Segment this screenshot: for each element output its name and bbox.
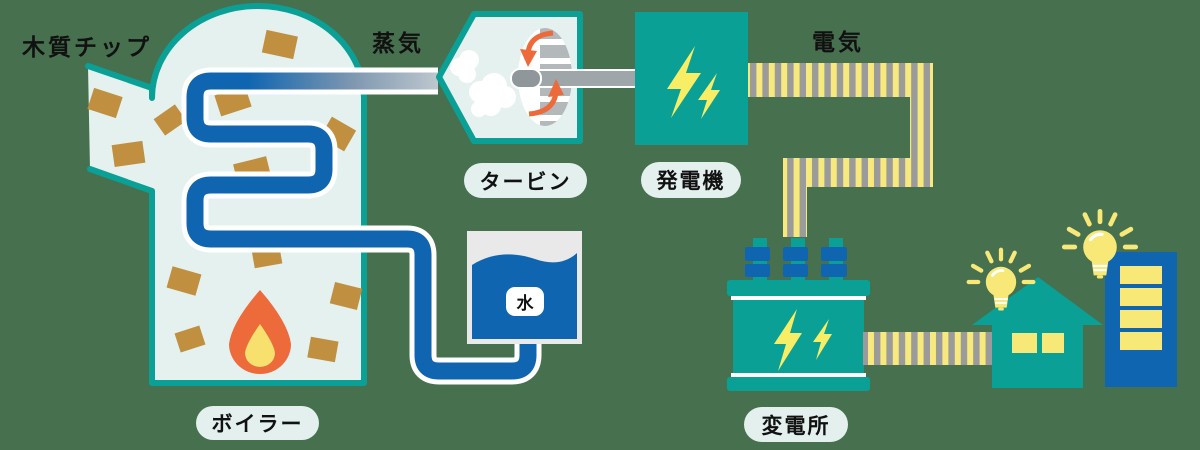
house-window bbox=[1012, 333, 1037, 353]
steam-label: 蒸気 bbox=[372, 30, 424, 56]
transformer-gap-top bbox=[731, 296, 866, 300]
turbine-shaft-stub bbox=[510, 68, 542, 89]
lightning-bolt-icon bbox=[667, 46, 701, 118]
light-bulb-icon bbox=[966, 247, 1036, 311]
lightning-bolt-icon bbox=[774, 309, 802, 371]
transformer-bushings bbox=[745, 238, 847, 283]
turbine-shaft bbox=[537, 69, 641, 88]
substation-label-pill: 変電所 bbox=[744, 407, 848, 442]
wood-chip-icon bbox=[261, 29, 298, 60]
building-window bbox=[1120, 332, 1162, 350]
transformer-gap-bottom bbox=[731, 373, 866, 377]
wood-chip-icon bbox=[153, 104, 187, 136]
lightning-bolt-icon bbox=[813, 319, 832, 360]
building-window bbox=[1120, 288, 1162, 306]
transformer-bottom-flange bbox=[727, 377, 870, 391]
wood-chip-icon bbox=[111, 140, 146, 167]
lightning-bolt-icon bbox=[698, 73, 720, 119]
building-window bbox=[1120, 266, 1162, 284]
boiler-label-pill: ボイラー bbox=[196, 406, 319, 440]
steam-cloud-icon bbox=[450, 50, 516, 117]
house-icon bbox=[972, 277, 1103, 388]
electricity-label: 電気 bbox=[812, 29, 864, 55]
house-body bbox=[992, 325, 1083, 388]
wood-chips-label: 木質チップ bbox=[22, 34, 152, 60]
water-label-pill: 水 bbox=[506, 287, 544, 316]
rotation-arrow-icon bbox=[520, 30, 554, 67]
wood-chip-icon bbox=[166, 266, 202, 296]
substation-group bbox=[727, 238, 870, 391]
wood-chip-icon bbox=[307, 336, 339, 363]
building-window bbox=[1120, 310, 1162, 328]
building-icon bbox=[1105, 252, 1177, 387]
generator-group bbox=[635, 12, 748, 145]
house-window bbox=[1042, 333, 1064, 353]
turbine-group bbox=[436, 11, 641, 144]
generator-label-pill: 発電機 bbox=[641, 162, 741, 198]
flame-icon bbox=[229, 290, 291, 374]
house-roof bbox=[972, 277, 1103, 325]
wood-chip-icon bbox=[174, 325, 206, 353]
transformer-top-flange bbox=[727, 280, 870, 296]
pipe-group bbox=[181, 67, 542, 385]
electricity-cable bbox=[748, 63, 933, 237]
turbine-label-pill: タービン bbox=[464, 163, 587, 198]
electricity-cable-to-house bbox=[863, 332, 992, 365]
water-pipe bbox=[186, 72, 537, 380]
light-bulb-icon bbox=[1061, 208, 1139, 279]
rotation-arrow-icon bbox=[528, 79, 564, 117]
wood-chip-icon bbox=[319, 116, 357, 152]
wood-chip-icon bbox=[329, 281, 363, 311]
wood-chip-icon bbox=[87, 87, 123, 119]
